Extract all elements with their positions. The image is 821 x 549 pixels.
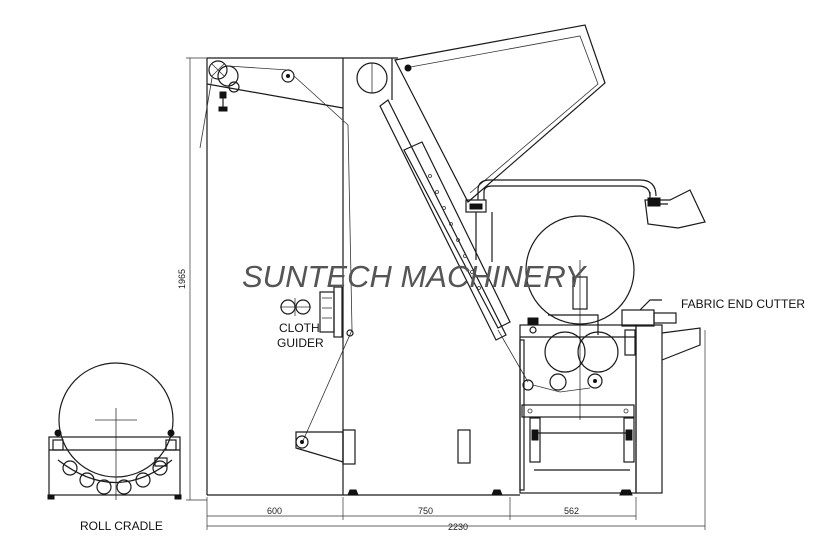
roll-cradle [47, 362, 182, 500]
frame-foot-2 [491, 489, 503, 496]
winding-foot [619, 489, 633, 496]
fabric-path-main [293, 75, 353, 444]
top-roller-large [217, 65, 239, 87]
cradle-foot-right [174, 494, 182, 500]
cutter-motor [621, 309, 655, 327]
lift-cylinder-right [623, 417, 635, 463]
guide-roller-1 [549, 373, 567, 391]
cradle-roller-3 [96, 479, 112, 495]
cradle-roller-1 [62, 460, 78, 476]
cutter-support-arm [477, 179, 657, 200]
cradle-belt [57, 459, 173, 484]
cradle-knob-left [54, 429, 62, 437]
lower-roller [295, 435, 309, 449]
cloth-guider-label-line1: CLOTH [279, 321, 320, 335]
cradle-roller-6 [152, 460, 168, 476]
cradle-frame [48, 436, 181, 496]
roll-arm [572, 276, 588, 310]
fabric-path-top [227, 65, 289, 71]
inspection-section [343, 24, 657, 341]
dimension-750-text: 750 [418, 506, 433, 516]
dimension-total-text: 2230 [448, 522, 468, 532]
winding-drum-left [544, 331, 586, 373]
cradle-roller-5 [135, 472, 151, 488]
inspection-door [457, 429, 471, 464]
inclined-table [379, 99, 507, 341]
fabric-end-cutter-label: FABRIC END CUTTER [681, 297, 805, 311]
dimension-lines [186, 57, 706, 530]
cradle-foot-left [47, 494, 55, 500]
cradle-bracket-left [52, 439, 64, 451]
frame-foot-1 [347, 489, 359, 496]
top-roller-guide [228, 81, 240, 93]
lift-top-plate [521, 404, 635, 418]
roll-cradle-label: ROLL CRADLE [80, 519, 163, 533]
cutter-table [661, 327, 701, 361]
lower-motor-box [342, 429, 356, 465]
dimension-600-text: 600 [267, 506, 282, 516]
height-dimension-text: 1965 [177, 269, 187, 289]
inspection-board [403, 141, 511, 329]
cradle-bracket-right [165, 439, 177, 451]
cutter-lamp [644, 189, 706, 229]
light-hood [394, 24, 606, 203]
cloth-guider-label-line2: GUIDER [277, 336, 324, 350]
cradle-motor [154, 457, 168, 467]
cutter-housing [635, 324, 663, 494]
dimension-562-text: 562 [564, 506, 579, 516]
fabric-path-feed [199, 77, 213, 149]
frame-top-brace [206, 83, 344, 109]
watermark-text: SUNTECH MACHINERY [242, 259, 588, 294]
tension-clamp [219, 91, 227, 99]
cradle-knob-right [167, 429, 175, 437]
guide-roller-2 [587, 373, 603, 389]
main-frame [199, 57, 520, 496]
cradle-roller-2 [79, 472, 95, 488]
winding-unit [497, 189, 706, 496]
winding-drum-right [577, 331, 619, 373]
lift-cylinder-left [529, 417, 541, 463]
cradle-roller-4 [116, 479, 132, 495]
